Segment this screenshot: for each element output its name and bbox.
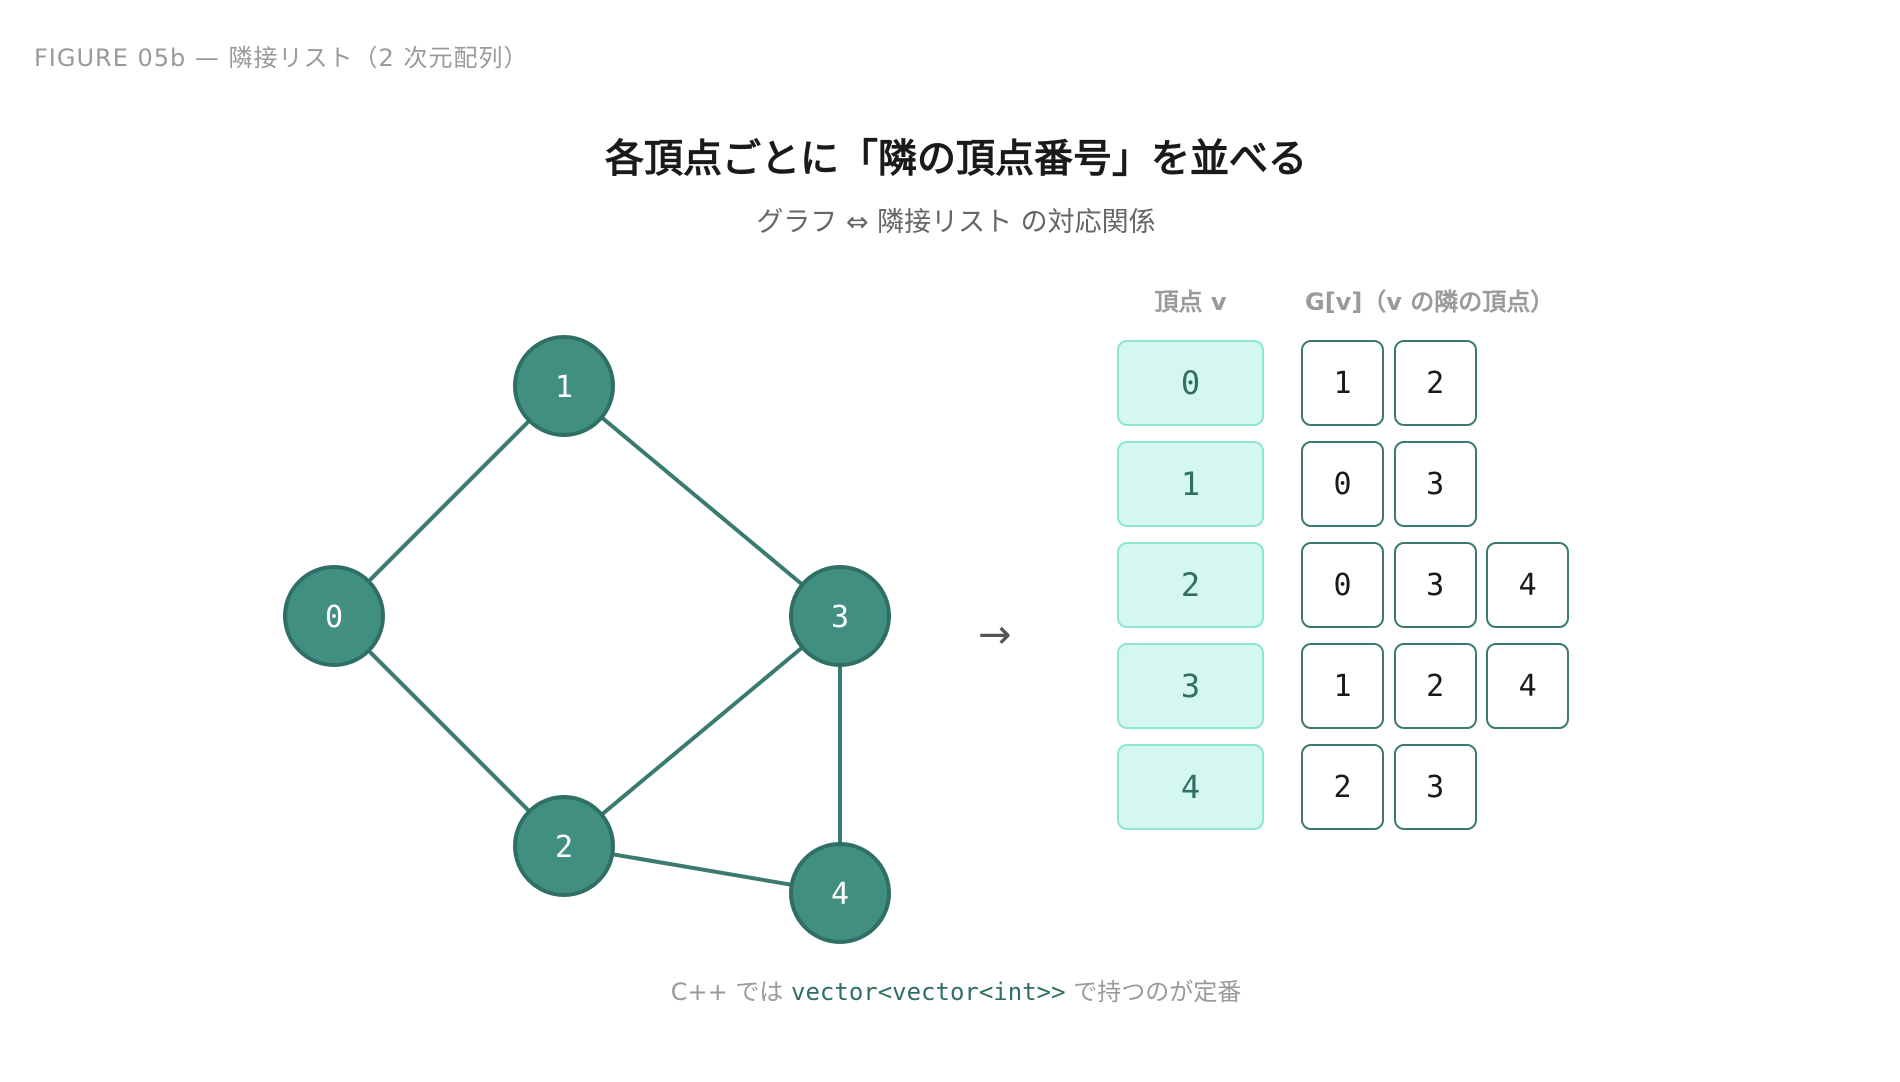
edge-0-2: [332, 614, 566, 848]
graph-node-2: 2: [513, 795, 615, 897]
header-vertex: 頂点 v: [1154, 288, 1227, 316]
neighbor-cell: 2: [1301, 744, 1384, 830]
node-circle: [513, 335, 615, 437]
page-title: 各頂点ごとに「隣の頂点番号」を並べる: [604, 137, 1307, 182]
node-circle: [513, 795, 615, 897]
vertex-cell: 0: [1117, 340, 1264, 426]
graph-node-0: 0: [283, 565, 385, 667]
figure-label: FIGURE 05b — 隣接リスト（2 次元配列）: [34, 44, 529, 72]
neighbor-cell: 0: [1301, 542, 1384, 628]
node-label: 3: [831, 600, 849, 635]
footer-text-before: C++ では: [670, 978, 792, 1006]
neighbor-cell: 1: [1301, 643, 1384, 729]
neighbor-cell: 1: [1301, 340, 1384, 426]
node-circle: [283, 565, 385, 667]
footer-note: C++ では vector<vector<int>> で持つのが定番: [0, 972, 1900, 1007]
node-circle: [789, 565, 891, 667]
graph-node-3: 3: [789, 565, 891, 667]
neighbor-cell: 3: [1393, 441, 1477, 527]
footer-text-after: で持つのが定番: [1065, 978, 1242, 1006]
neighbor-cell: 4: [1486, 542, 1570, 628]
neighbor-cell: 0: [1301, 441, 1384, 527]
neighbor-cell: 2: [1393, 643, 1477, 729]
subtitle: グラフ ⇔ 隣接リスト の対応関係: [756, 207, 1156, 238]
node-label: 4: [831, 877, 849, 912]
neighbor-cell: 4: [1486, 643, 1570, 729]
arrow-right-icon: →: [978, 612, 1012, 658]
node-label: 1: [555, 370, 573, 405]
graph-diagram: 0 1 2 3 4: [283, 335, 891, 944]
node-circle: [789, 842, 891, 944]
edge-2-3: [562, 614, 842, 848]
neighbor-cell: 3: [1393, 542, 1477, 628]
neighbor-cell: 3: [1393, 744, 1477, 830]
vertex-cell: 3: [1117, 643, 1264, 729]
vertex-cell: 2: [1117, 542, 1264, 628]
vertex-cell: 1: [1117, 441, 1264, 527]
footer-code: vector<vector<int>>: [791, 978, 1066, 1006]
neighbor-cell: 2: [1393, 340, 1477, 426]
header-neighbors: G[v]（v の隣の頂点）: [1305, 288, 1555, 316]
node-label: 0: [325, 600, 343, 635]
edge-0-1: [332, 384, 566, 618]
graph-node-4: 4: [789, 842, 891, 944]
node-label: 2: [555, 830, 573, 865]
graph-node-1: 1: [513, 335, 615, 437]
edge-1-3: [562, 384, 842, 618]
vertex-cell: 4: [1117, 744, 1264, 830]
